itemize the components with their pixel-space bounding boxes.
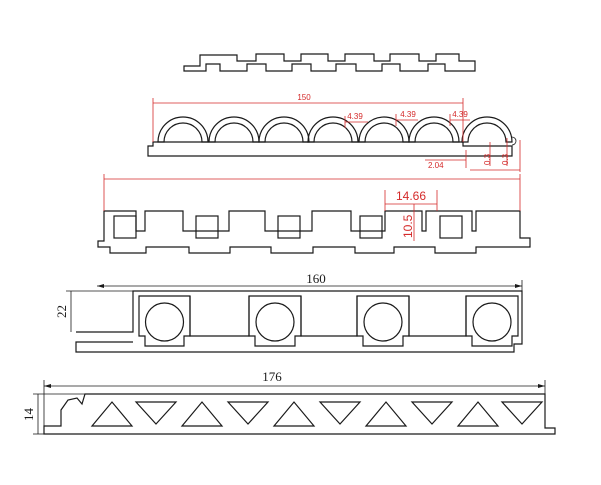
half-round-slat — [208, 116, 260, 143]
half-round-slat — [307, 116, 359, 143]
square-opening — [359, 215, 383, 239]
hollow-bay — [465, 295, 519, 347]
dim-label-14: 14 — [21, 408, 36, 422]
web — [408, 296, 467, 337]
round-hole — [363, 302, 403, 342]
triangle-chamber — [226, 401, 270, 425]
half-round-slat — [408, 116, 460, 143]
dim-label-2-04: 2.04 — [428, 161, 444, 170]
triangle-chamber — [272, 401, 316, 427]
square-opening — [439, 215, 463, 239]
profile-2: 150 4.39 4.39 4.39 2.04 0.3 0.3 — [147, 93, 521, 172]
dim-label-14-66: 14.66 — [396, 189, 426, 203]
half-round-slat — [157, 116, 209, 143]
profile-3-slots — [113, 215, 463, 239]
profile-2-arcs — [157, 116, 513, 143]
half-round-slat — [358, 116, 410, 143]
profile-5: 176 14 — [21, 369, 556, 435]
profile-1-outline — [183, 53, 476, 72]
dim-label-10-5: 10.5 — [401, 214, 415, 238]
dim-label-gap-1: 4.39 — [347, 112, 363, 121]
triangle-chamber — [500, 401, 544, 425]
triangle-chamber — [90, 401, 134, 427]
dim-label-150: 150 — [297, 93, 311, 102]
dim-label-160: 160 — [306, 271, 326, 286]
square-opening — [277, 215, 301, 239]
dim-label-0-3-b: 0.3 — [501, 153, 510, 165]
web — [189, 296, 250, 337]
web — [300, 296, 358, 337]
round-hole — [255, 302, 295, 342]
profile-5-outline — [43, 393, 556, 435]
profile-3-outline — [97, 210, 531, 254]
triangle-chamber — [180, 401, 224, 427]
profile-4-outline — [75, 290, 523, 353]
dim-label-gap-2: 4.39 — [400, 110, 416, 119]
dim-label-176: 176 — [262, 369, 282, 384]
triangle-chamber — [410, 401, 454, 425]
profile-1 — [183, 53, 476, 72]
triangle-chamber — [134, 401, 178, 425]
half-round-slat — [461, 116, 513, 143]
round-hole — [144, 302, 185, 342]
square-opening — [195, 215, 219, 239]
profile-3: 14.66 10.5 — [97, 174, 531, 254]
profile-5-chambers — [90, 401, 544, 427]
square-opening — [113, 215, 137, 239]
round-hole — [472, 302, 512, 342]
dim-label-0-3-a: 0.3 — [483, 153, 492, 165]
half-round-slat — [258, 116, 310, 143]
triangle-chamber — [456, 401, 500, 427]
triangle-chamber — [364, 401, 408, 427]
triangle-chamber — [318, 401, 362, 425]
dim-label-22: 22 — [54, 305, 69, 318]
profile-2-base — [147, 141, 513, 157]
dim-label-gap-3: 4.39 — [452, 110, 468, 119]
profile-4-bays — [138, 295, 519, 347]
profile-4: 160 22 — [54, 271, 523, 353]
